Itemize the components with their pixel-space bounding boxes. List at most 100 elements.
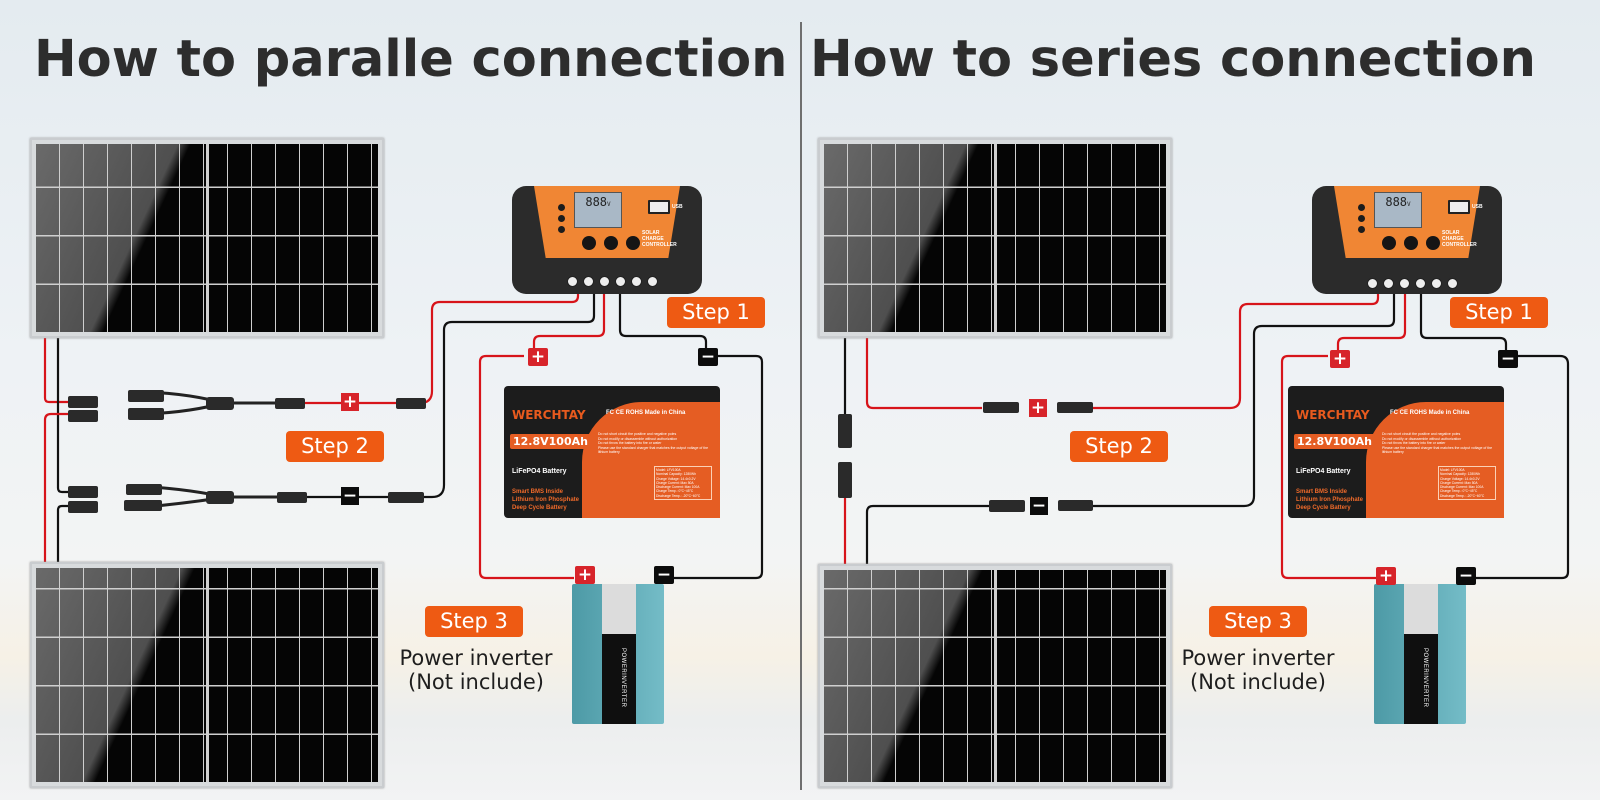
terminal [631, 276, 642, 287]
mc4-connector [838, 414, 852, 448]
controller-label: SOLAR CHARGE CONTROLLER [1442, 230, 1477, 248]
mc4-connector [396, 398, 426, 409]
inverter-note-right: Power inverter (Not include) [1181, 646, 1335, 694]
controller-lcd: 888V [1374, 192, 1422, 228]
mc4-y-junction [206, 397, 234, 410]
positive-polarity-tag-left: + [341, 392, 359, 412]
wire-right-bottom-panel-negative [865, 504, 990, 572]
usb-port [648, 200, 670, 214]
terminal [1367, 278, 1378, 289]
terminal [567, 276, 578, 287]
wire-right-ctrl-to-bat-pos [1336, 290, 1407, 356]
wire-right-bat-pos-to-inverter [1280, 354, 1376, 580]
lifepo4-battery-right: WERCHTAY 12.8V100Ah FC CE ROHS Made in C… [1288, 378, 1504, 518]
controller-button [1426, 236, 1440, 250]
wire-right-ctrl-to-bat-neg [1419, 290, 1508, 356]
inverter-negative-terminal-left: − [654, 566, 674, 584]
mc4-connector [1057, 402, 1093, 413]
battery-certifications: FC CE ROHS Made in China [606, 410, 686, 416]
power-inverter-right: POWERINVERTER [1370, 572, 1470, 724]
solar-panel-left-top [30, 138, 384, 338]
battery-warnings: Do not short circuit the positive and ne… [1382, 432, 1493, 455]
controller-button [626, 236, 640, 250]
battery-rating: 12.8V100Ah [1294, 434, 1375, 449]
wire-left-top-panel-positive [43, 338, 70, 404]
mc4-connector [68, 486, 98, 498]
wire-right-top-panel-positive [865, 338, 982, 410]
terminal [1399, 278, 1410, 289]
mc4-connector [1058, 500, 1093, 511]
solar-charge-controller-left: 888V USB SOLAR CHARGE CONTROLLER [512, 180, 702, 298]
solar-panel-right-bottom [818, 564, 1172, 788]
terminal [1447, 278, 1458, 289]
led-indicator [558, 204, 565, 211]
solar-panel-right-top [818, 138, 1172, 338]
mc4-y-connector [128, 390, 164, 402]
mc4-connector [838, 462, 852, 498]
mc4-connector [989, 500, 1025, 512]
inverter-negative-terminal-right: − [1456, 567, 1476, 585]
mc4-connector [277, 492, 307, 503]
battery-warnings: Do not short circuit the positive and ne… [598, 432, 709, 455]
negative-polarity-tag-right: − [1030, 496, 1048, 516]
battery-type: LiFePO4 Battery [1296, 468, 1351, 475]
mc4-connector [983, 402, 1019, 413]
terminal [599, 276, 610, 287]
mc4-y-junction [206, 491, 234, 504]
mc4-y-connector [126, 484, 162, 495]
led-indicator [558, 226, 565, 233]
step-2-label-right: Step 2 [1070, 431, 1168, 462]
battery-certifications: FC CE ROHS Made in China [1390, 410, 1470, 416]
usb-port [1448, 200, 1470, 214]
battery-negative-terminal-left: − [698, 348, 718, 366]
wire-left-pos-to-controller [304, 288, 580, 405]
battery-negative-terminal-right: − [1498, 350, 1518, 368]
terminal [583, 276, 594, 287]
controller-button [582, 236, 596, 250]
step-1-label-right: Step 1 [1450, 297, 1548, 328]
lifepo4-battery-left: WERCHTAY 12.8V100Ah FC CE ROHS Made in C… [504, 378, 720, 518]
step-2-label-left: Step 2 [286, 431, 384, 462]
terminal [615, 276, 626, 287]
led-indicator [1358, 204, 1365, 211]
terminal [1431, 278, 1442, 289]
wire-left-bat-pos-to-inverter [478, 354, 574, 580]
wire-left-neg-to-controller [304, 288, 596, 499]
mc4-connector [388, 492, 424, 503]
terminal [647, 276, 658, 287]
wire-right-neg-to-controller [1093, 290, 1396, 508]
led-indicator [558, 215, 565, 222]
positive-polarity-tag-right: + [1029, 398, 1047, 418]
wire-left-top-panel-negative [56, 338, 70, 494]
battery-rating: 12.8V100Ah [510, 434, 591, 449]
inverter-note-left: Power inverter (Not include) [399, 646, 553, 694]
wire-left-bottom-panel-positive [43, 412, 70, 570]
controller-button [1382, 236, 1396, 250]
wire-left-bottom-panel-negative [56, 504, 70, 570]
series-title: How to series connection [810, 30, 1536, 89]
negative-polarity-tag-left: − [341, 486, 359, 506]
mc4-connector [68, 501, 98, 513]
led-indicator [1358, 215, 1365, 222]
mc4-connector [68, 410, 98, 422]
wire-right-bat-neg-to-inverter [1464, 354, 1570, 580]
mc4-y-connector [128, 408, 164, 420]
step-1-label-left: Step 1 [667, 297, 765, 328]
battery-positive-terminal-right: + [1330, 350, 1350, 368]
battery-type: LiFePO4 Battery [512, 468, 567, 475]
controller-button [604, 236, 618, 250]
battery-positive-terminal-left: + [528, 348, 548, 366]
power-inverter-left: POWERINVERTER [568, 572, 668, 724]
controller-button [1404, 236, 1418, 250]
mc4-y-connector [124, 500, 162, 511]
inverter-positive-terminal-left: + [575, 566, 595, 584]
led-indicator [1358, 226, 1365, 233]
battery-brand: WERCHTAY [512, 408, 586, 422]
mc4-connector [275, 398, 305, 409]
terminal [1383, 278, 1394, 289]
